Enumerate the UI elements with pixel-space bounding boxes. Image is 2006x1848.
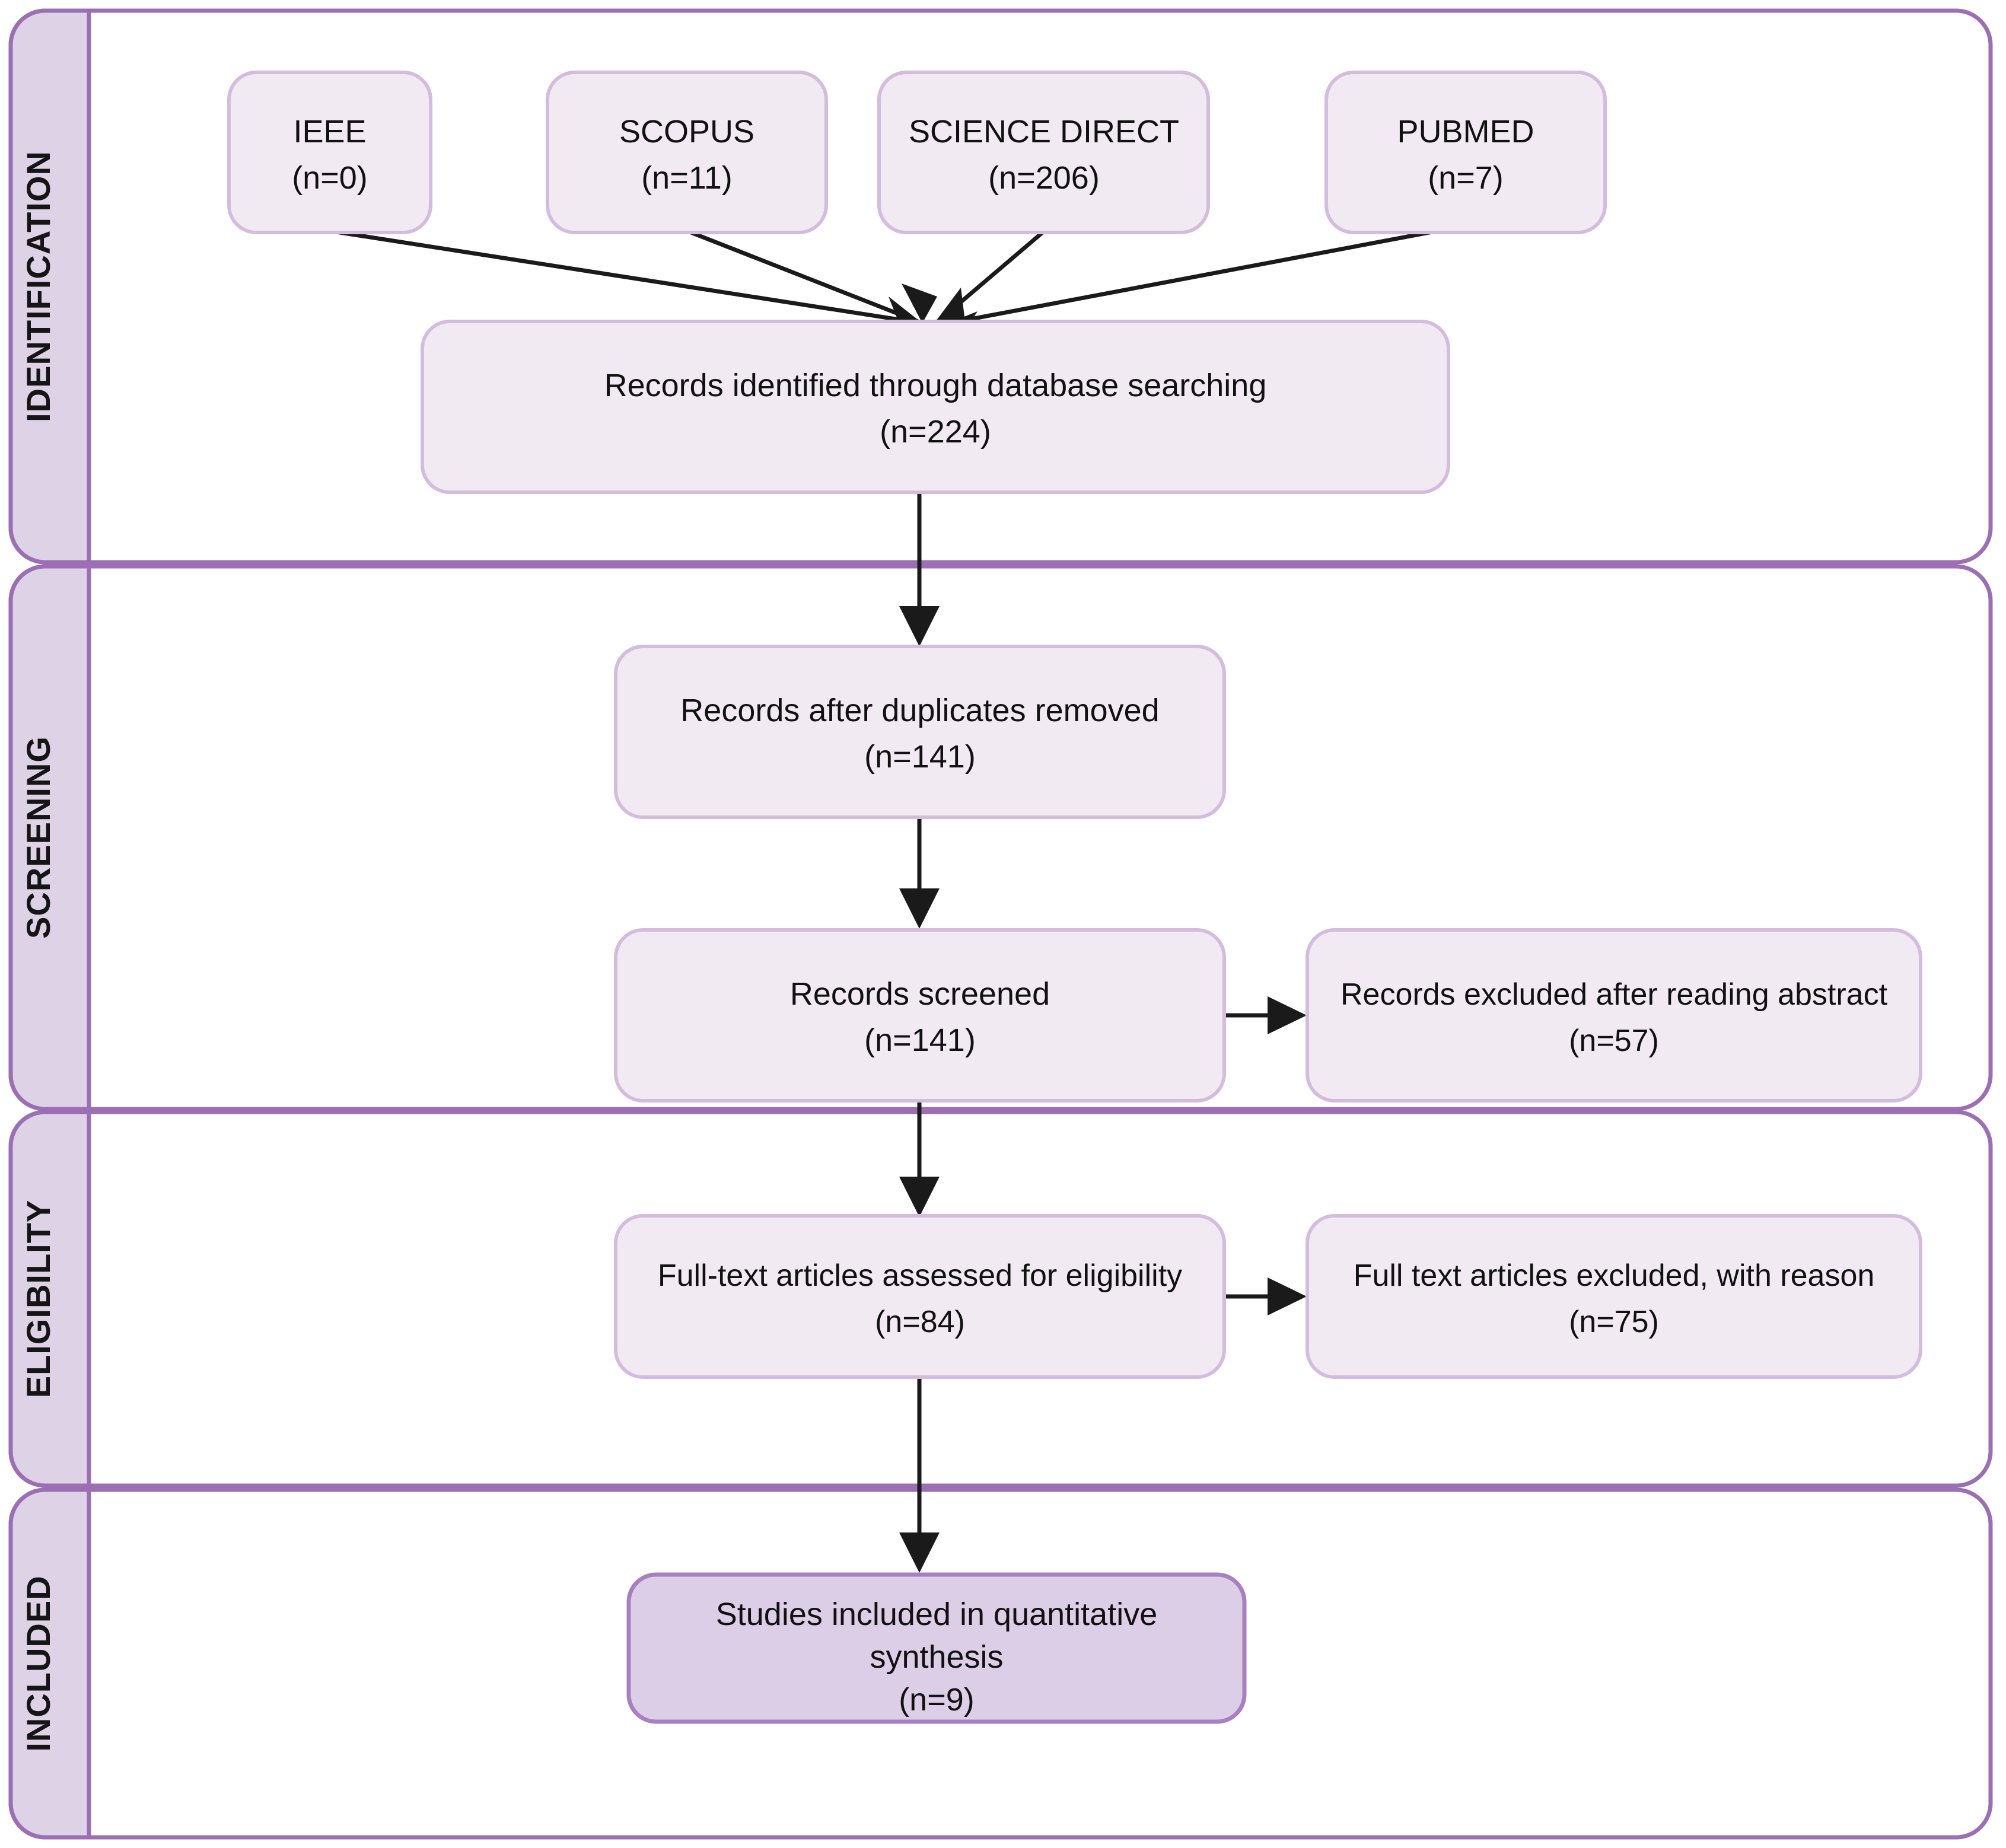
source-name-scopus: SCOPUS [619, 114, 754, 149]
node-records-screened-line1: Records screened [790, 976, 1050, 1012]
arrowhead-fulltext [899, 1177, 940, 1217]
node-records-excluded-abstract-line2: (n=57) [1569, 1024, 1659, 1058]
source-node-scopus[interactable]: SCOPUS (n=11) [546, 71, 828, 234]
stage-label-screening: SCREENING [20, 736, 57, 939]
node-records-identified[interactable]: Records identified through database sear… [421, 320, 1450, 494]
source-node-science-direct[interactable]: SCIENCE DIRECT (n=206) [877, 71, 1210, 234]
node-fulltext-assessed[interactable]: Full-text articles assessed for eligibil… [614, 1214, 1226, 1379]
stage-label-included: INCLUDED [20, 1575, 57, 1751]
node-fulltext-assessed-line2: (n=84) [875, 1305, 965, 1339]
stage-label-eligibility: ELIGIBILITY [20, 1200, 57, 1398]
node-duplicates-removed-line1: Records after duplicates removed [680, 693, 1159, 728]
node-duplicates-removed-line2: (n=141) [864, 739, 976, 775]
node-included-synthesis-line1: Studies included in quantitative [716, 1597, 1158, 1632]
node-included-synthesis-line3: (n=9) [899, 1682, 975, 1718]
node-records-screened[interactable]: Records screened (n=141) [614, 928, 1226, 1103]
source-node-ieee[interactable]: IEEE (n=0) [227, 71, 432, 234]
source-count-scopus: (n=11) [641, 160, 733, 196]
node-records-identified-line2: (n=224) [880, 414, 991, 450]
edges [332, 229, 1436, 1573]
arrowhead-identified-2 [902, 283, 937, 323]
arrowhead-included [899, 1532, 940, 1573]
node-records-screened-line2: (n=141) [864, 1022, 976, 1058]
source-count-ieee: (n=0) [292, 160, 368, 196]
stage-screening: SCREENING [8, 564, 1993, 1111]
stage-included: INCLUDED [8, 1487, 1993, 1840]
arrowhead-duplicates [899, 606, 940, 646]
node-included-synthesis-line2: synthesis [870, 1639, 1003, 1675]
node-fulltext-excluded-line2: (n=75) [1569, 1305, 1659, 1339]
node-records-excluded-abstract[interactable]: Records excluded after reading abstract … [1306, 928, 1922, 1103]
arrowhead-fulltext-excluded [1268, 1277, 1307, 1315]
edge-ieee-to-identified [332, 229, 923, 326]
edge-pubmed-to-identified [948, 229, 1436, 326]
arrowhead-screened [899, 888, 940, 929]
source-count-pubmed: (n=7) [1428, 160, 1504, 196]
node-fulltext-assessed-line1: Full-text articles assessed for eligibil… [658, 1258, 1182, 1293]
arrowhead-identified-3 [932, 288, 966, 326]
node-duplicates-removed[interactable]: Records after duplicates removed (n=141) [614, 645, 1226, 819]
node-records-identified-line1: Records identified through database sear… [604, 368, 1267, 403]
source-name-ieee: IEEE [293, 114, 366, 149]
stage-label-identification: IDENTIFICATION [20, 151, 57, 422]
node-fulltext-excluded[interactable]: Full text articles excluded, with reason… [1306, 1214, 1922, 1379]
stage-identification: IDENTIFICATION [8, 8, 1993, 565]
arrowhead-excluded-abstract [1268, 996, 1307, 1034]
edge-scopus-to-identified [687, 229, 924, 326]
node-records-excluded-abstract-line1: Records excluded after reading abstract [1340, 977, 1888, 1012]
source-node-pubmed[interactable]: PUBMED (n=7) [1324, 71, 1607, 234]
stage-eligibility: ELIGIBILITY [8, 1110, 1993, 1488]
node-included-synthesis[interactable]: Studies included in quantitative synthes… [626, 1572, 1247, 1724]
node-fulltext-excluded-line1: Full text articles excluded, with reason [1354, 1258, 1875, 1293]
source-name-pubmed: PUBMED [1397, 114, 1534, 149]
source-count-science-direct: (n=206) [988, 160, 1100, 196]
source-name-science-direct: SCIENCE DIRECT [909, 114, 1179, 149]
